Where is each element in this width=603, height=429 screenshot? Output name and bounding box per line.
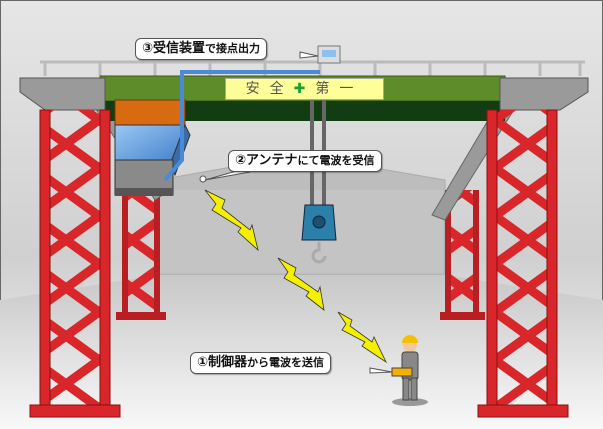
step-number: ③	[142, 41, 154, 56]
sign-text-left: 安全	[245, 81, 294, 97]
front-column-right	[477, 109, 569, 418]
step-number: ①	[197, 355, 209, 370]
back-column-left	[116, 190, 166, 320]
antenna	[199, 175, 207, 183]
back-column-right	[440, 190, 485, 320]
callout-main: 受信装置	[153, 41, 206, 56]
callout-rest: にて電波を受信	[297, 154, 375, 167]
callout-antenna: ②アンテナにて電波を受信	[228, 150, 382, 172]
worker	[391, 335, 428, 406]
saddle-right	[499, 77, 589, 111]
sign-text-right: 第一	[315, 81, 364, 97]
callout-receiver: ③受信装置で接点出力	[135, 38, 268, 60]
signal-cable	[163, 70, 320, 182]
safety-sign: 安全✚第一	[225, 78, 384, 100]
callout-controller: ①制御器から電波を送信	[190, 352, 332, 374]
callout-main: アンテナ	[246, 153, 298, 168]
callout-rest: から電波を送信	[247, 356, 325, 369]
girder-lower	[100, 101, 505, 121]
radio-wave-bolts	[204, 189, 387, 364]
callout-rest: で接点出力	[205, 42, 261, 55]
front-column-left	[29, 109, 121, 418]
callout-main: 制御器	[208, 355, 248, 370]
green-cross-icon: ✚	[293, 81, 316, 97]
trolley-cab	[114, 99, 191, 196]
step-number: ②	[235, 153, 247, 168]
controller-box	[391, 367, 413, 377]
